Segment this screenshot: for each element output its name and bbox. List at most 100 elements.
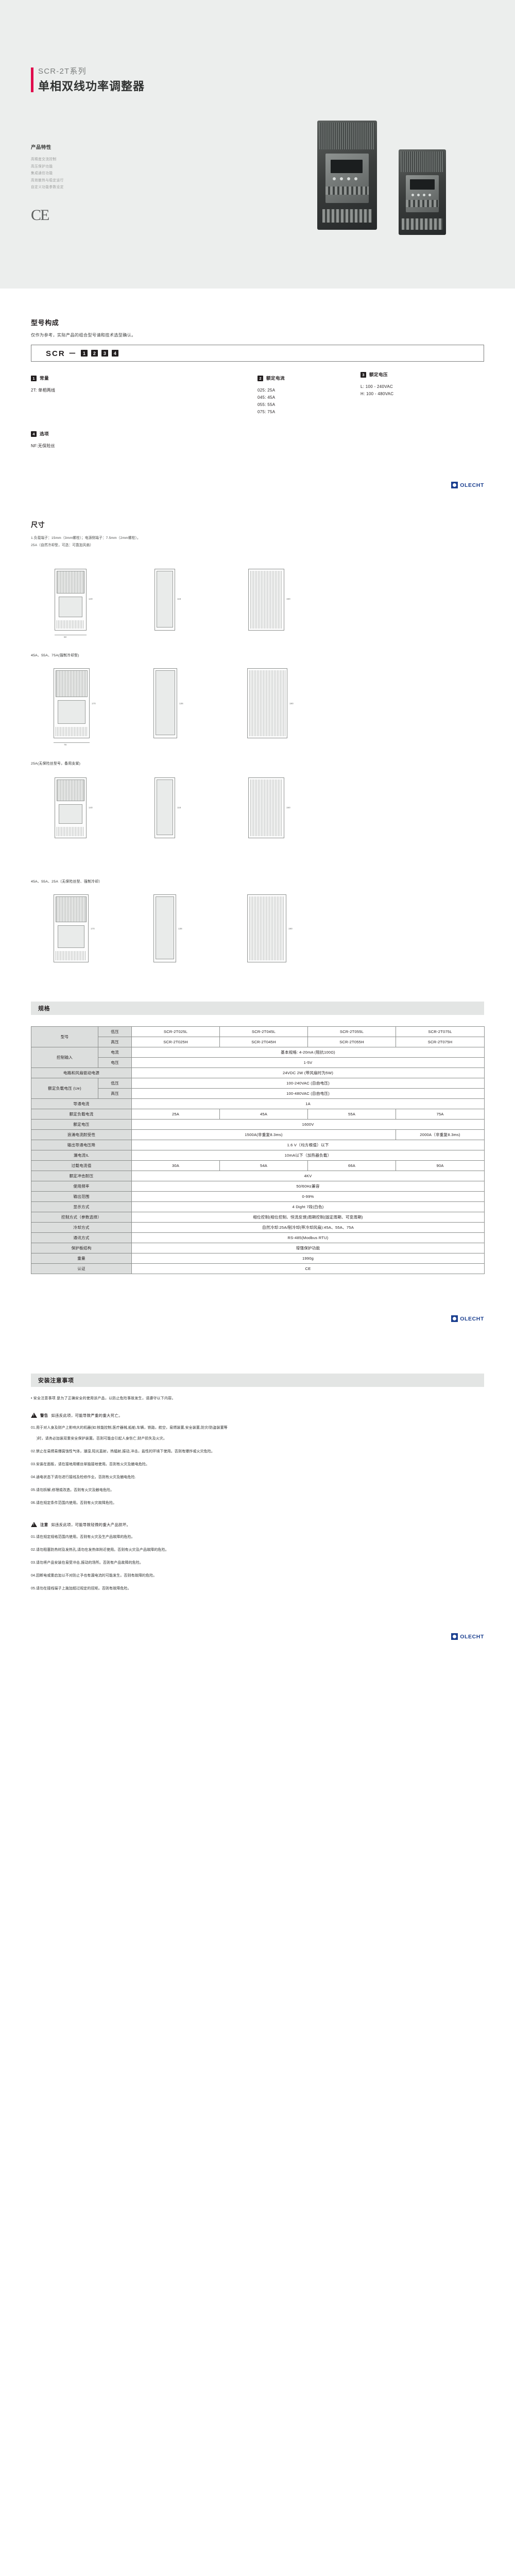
dimensions-title: 尺寸 [31, 521, 45, 529]
drawing-mount-45a: 190 [228, 662, 320, 748]
specifications-section: 规格 型号 低压 SCR-2T025L SCR-2T045L SCR-2T055… [0, 984, 515, 1284]
table-row: 冷却方式 自然冷却:25A/制冷却(带冷却风扇):45A、55A、75A [31, 1222, 485, 1233]
ce-mark-icon: CE [31, 206, 49, 224]
legend-item: L: 100 - 240VAC [360, 384, 393, 389]
cell: 66A [307, 1160, 396, 1172]
cell: SCR-2T075L [396, 1026, 485, 1038]
model-legend-row-voltage: 3 额定电压 L: 100 - 240VAC H: 100 - 480VAC [31, 371, 484, 398]
drawing-front-45a: 78 170 [31, 662, 124, 748]
device-small-led [428, 194, 431, 196]
row-label: 使用频率 [31, 1181, 132, 1192]
table-row: 漏电流IL 10mA以下（加热器负载） [31, 1150, 485, 1161]
warning-item: 05.请勿拆解,修理或改造。否则有火灾及触电危险。 [31, 1488, 114, 1492]
cell: SCR-2T025L [131, 1026, 220, 1038]
table-row: 电路和风扇驱动电源 24VDC 2W (带风扇时为5W) [31, 1067, 485, 1079]
row-label: 显示方式 [31, 1201, 132, 1213]
cell: 1990g [131, 1253, 485, 1264]
cell: 1.6 V（均方根值）以下 [131, 1140, 485, 1151]
table-row: 认证 CE [31, 1263, 485, 1275]
legend-item: 045: 45A [258, 395, 276, 400]
cell: SCR-2T055H [307, 1037, 396, 1048]
table-row: 输出范围 0-99% [31, 1191, 485, 1202]
row-label: 额定负载电压 (Ue) [31, 1078, 98, 1099]
cell: SCR-2T045H [219, 1037, 308, 1048]
drawing-mount-25a-nf: 150 [228, 770, 320, 848]
row-label: 额定冲击耐压 [31, 1171, 132, 1182]
table-row: 控制输入 电流 基本规格: 4-20mA (阻抗100Ω) [31, 1047, 485, 1069]
dimension-group-3: 25A(无保险丝型号，备用支架) 140 116 [31, 760, 484, 848]
drawing-mount-45a-nf: 190 [228, 888, 320, 971]
model-legend-group-3: 3 额定电压 L: 100 - 240VAC H: 100 - 480VAC [258, 371, 484, 398]
brand-name: OLECHT [460, 482, 484, 488]
legend-label-1: 常量 [40, 376, 49, 381]
device-small-heatsink [401, 151, 444, 172]
caution-item: 02.请勿阻塞防热材及发热孔,请勿在发热体附近使用。否则有火灾及产品故障的危险。 [31, 1548, 169, 1552]
table-row: 额定负载电流 25A 45A 55A 75A [31, 1109, 485, 1120]
cell: SCR-2T075H [396, 1037, 485, 1048]
device-large-display [331, 160, 363, 173]
warning-item: 01.用于对人身及财产上影响大的机器(如:核能控制,医疗器械,船舶,车辆，铁路，… [31, 1426, 228, 1430]
drawing-side-25a: 116 [137, 562, 214, 639]
row-label: 过载电流值 [31, 1160, 132, 1172]
cell: 54A [219, 1160, 308, 1172]
legend-badge-4: 4 [31, 431, 37, 437]
row-sublabel: 高压 [98, 1037, 132, 1048]
row-sublabel: 低压 [98, 1078, 132, 1089]
hero-section: SCR-2T系列 单相双线功率调整器 产品特性 高精度交流控制 高压保护功能 集… [0, 0, 515, 289]
row-label: 输出导通电压降 [31, 1140, 132, 1151]
row-sublabel: 低压 [98, 1026, 132, 1038]
warning-item: 06.请在规定条件范围内使用。否则有火灾故障危险。 [31, 1501, 117, 1505]
table-row: 保护板结构 增强保护功能 [31, 1243, 485, 1254]
row-label: 型号 [31, 1026, 98, 1048]
drawing-mount-25a: 150 [228, 562, 320, 639]
table-row: 额定冲击耐压 4KV [31, 1171, 485, 1182]
caution-item: 03.请勿将产品安装在易受冲击,振动的场所。否则有产品故障的危险。 [31, 1561, 143, 1565]
model-legend-row-1: 1 常量 2T: 单相两线 2 额定电流 025: 25A 045: 45A 0… [31, 375, 484, 416]
feature-item: 高精度交流控制 [31, 158, 57, 161]
drawing-front-25a-nf: 140 [31, 770, 124, 848]
model-legend-group-1: 1 常量 2T: 单相两线 [31, 375, 258, 416]
table-row: 导通电流 1A [31, 1098, 485, 1110]
row-label: 电路和风扇驱动电源 [31, 1067, 132, 1079]
drawing-front-25a: 60 140 [31, 562, 124, 639]
feature-item: 高压保护功能 [31, 164, 53, 168]
brand-mark-1: OLECHT [31, 470, 484, 504]
legend-badge-2: 2 [258, 375, 263, 381]
drawing-side-25a-nf: 116 [137, 770, 214, 848]
device-large-led [354, 177, 357, 180]
brand-logo-icon [451, 1633, 458, 1640]
cell: 45A [219, 1109, 308, 1120]
table-row: 使用频率 50/60Hz兼容 [31, 1181, 485, 1192]
warning-item: 03.安装在面板，请在接地用螺丝单独接地使用。否则有火灾及触电危险。 [31, 1462, 150, 1466]
product-title: 单相双线功率调整器 [38, 79, 145, 93]
warning-label: 警告 [40, 1413, 48, 1418]
table-row: 额定电压 1600V [31, 1119, 485, 1130]
table-row: 通讯方式 RS-485(Modbus RTU) [31, 1232, 485, 1244]
caution-item: 01.请在规定规格范围内使用。否则有火灾及生产品故障的危险。 [31, 1535, 135, 1539]
model-code-digit-4: 4 [111, 350, 118, 357]
device-small-terminals-bottom [402, 218, 443, 230]
row-label: 控制方式（参数选择） [31, 1212, 132, 1223]
warning-item: 02.禁止在易燃易爆腐蚀性气体，潮湿,阳光直射，热辐射,振动,冲击，盐性的环境下… [31, 1449, 215, 1453]
cell: 55A [307, 1109, 396, 1120]
warning-item: 04.通电状态下请勿进行接线及检修作业。否则有火灾及触电危险. [31, 1475, 136, 1479]
safety-title: 安装注意事项 [38, 1378, 74, 1384]
model-legend-row-2: 4 选项 NF:无保险丝 [31, 431, 484, 450]
row-label: 额定电压 [31, 1119, 132, 1130]
device-large-led [333, 177, 336, 180]
cell: SCR-2T045L [219, 1026, 308, 1038]
cell: 10mA以下（加热器负载） [131, 1150, 485, 1161]
product-photo [312, 111, 482, 256]
cell: 100-480VAC (自由电压) [131, 1088, 485, 1099]
warning-item: )时，请务必加装双重安全保护装置。否则可能会引起人身伤亡,财产损失及火灾。 [37, 1436, 167, 1440]
device-small-terminals [406, 200, 439, 207]
device-small-led [411, 194, 414, 196]
cell: CE [131, 1263, 485, 1275]
cell: 4KV [131, 1171, 485, 1182]
table-row: 过载电流值 30A 54A 66A 90A [31, 1160, 485, 1172]
legend-item: 2T: 单相两线 [31, 388, 56, 393]
model-code-digit-3: 3 [101, 350, 108, 357]
brand-mark-2: OLECHT [31, 1284, 484, 1353]
device-small-display [410, 179, 435, 190]
model-section-title: 型号构成 [31, 319, 59, 327]
